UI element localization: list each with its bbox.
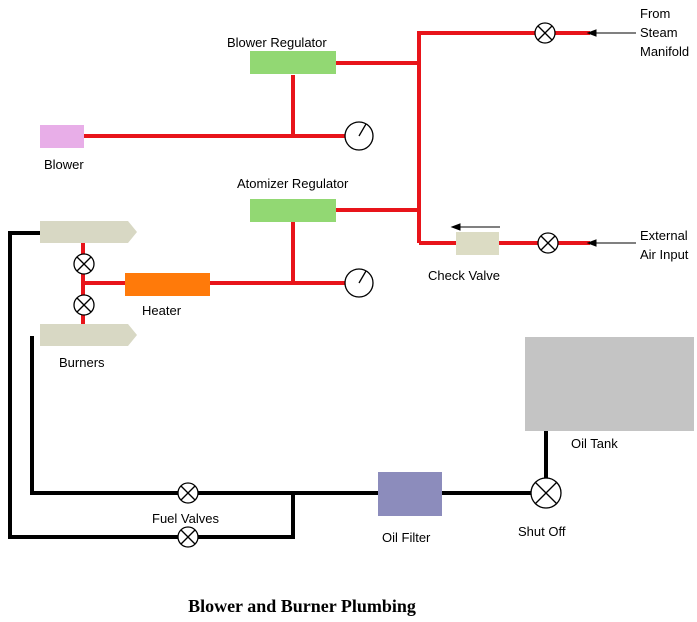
label-blower-regulator: Blower Regulator	[227, 35, 327, 50]
label-atomizer-regulator: Atomizer Regulator	[237, 176, 349, 191]
label-blower: Blower	[44, 157, 84, 172]
blower	[40, 125, 84, 148]
heater	[125, 273, 210, 296]
input-arrows	[450, 29, 636, 247]
label-steam-steam: Steam	[640, 25, 678, 40]
label-fuel-valves: Fuel Valves	[152, 511, 219, 526]
label-oil-tank: Oil Tank	[571, 436, 618, 451]
steam-input-valve	[534, 22, 556, 44]
fuel-lines	[8, 231, 548, 539]
atomizer-pressure-gauge	[344, 268, 374, 298]
oil-filter	[378, 472, 442, 516]
external-air-valve	[537, 232, 559, 254]
oil-tank	[525, 337, 694, 431]
burner-lower	[40, 324, 137, 346]
fuel-valve-lower	[177, 526, 199, 548]
fuel-line-main	[30, 336, 378, 495]
blower-pressure-gauge	[344, 121, 374, 151]
steam-input-arrowhead	[586, 29, 597, 37]
external-air-arrowhead	[586, 239, 597, 247]
shut-off-valve	[530, 477, 562, 509]
atomizer-regulator	[250, 199, 336, 222]
blower-regulator	[250, 51, 336, 74]
burner-valve-upper	[73, 253, 95, 275]
label-external: External	[640, 228, 688, 243]
label-steam-manifold: Manifold	[640, 44, 689, 59]
check-valve	[456, 232, 499, 255]
label-shut-off: Shut Off	[518, 524, 566, 539]
label-heater: Heater	[142, 303, 182, 318]
label-air-input: Air Input	[640, 247, 689, 262]
label-burners: Burners	[59, 355, 105, 370]
fuel-valve-upper	[177, 482, 199, 504]
burner-valve-lower	[73, 294, 95, 316]
label-steam-from: From	[640, 6, 670, 21]
check-valve-flow-arrowhead	[450, 223, 461, 231]
diagram-title: Blower and Burner Plumbing	[188, 596, 416, 616]
label-oil-filter: Oil Filter	[382, 530, 431, 545]
fuel-line-return	[8, 231, 295, 539]
burner-upper	[40, 221, 137, 243]
label-check-valve: Check Valve	[428, 268, 500, 283]
